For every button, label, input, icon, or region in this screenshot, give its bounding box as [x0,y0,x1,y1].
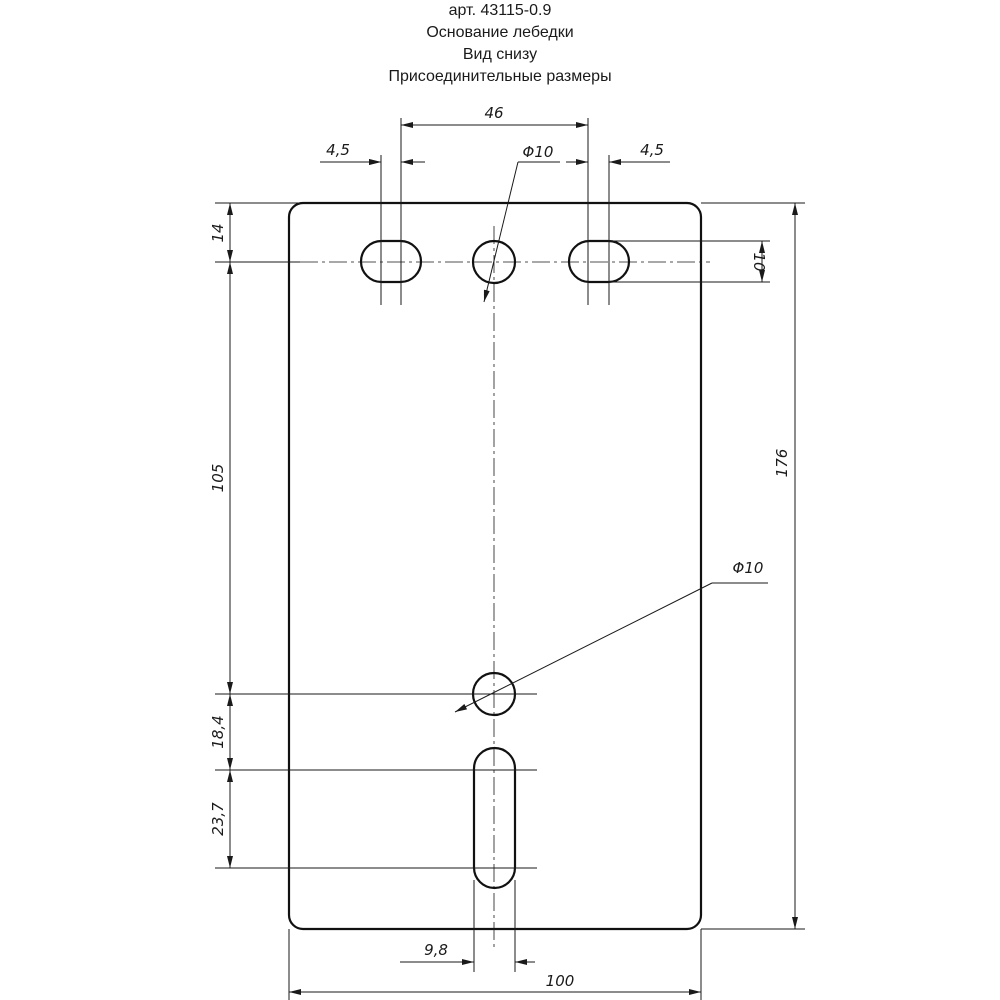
dim-top-hole-diameter: Φ10 [523,143,554,161]
left-slot [359,239,423,284]
dim-overall-width: 100 [546,972,575,990]
top-hole [471,239,517,285]
center-lines [300,226,710,950]
dim-overall-height: 176 [773,449,791,478]
title-block: арт. 43115-0.9 Основание лебедки Вид сни… [0,0,1000,88]
drawing-subtitle: Присоединительные размеры [388,68,612,85]
extension-lines [215,118,805,1000]
dim-slot-spacing: 46 [484,104,503,122]
dim-slot-height: 10 [750,252,768,271]
dim-slot-length: 23,7 [209,802,227,836]
dim-slot-width-bottom: 9,8 [424,941,448,959]
article-number: арт. 43115-0.9 [448,2,552,19]
dim-bottom-hole-diameter: Φ10 [733,559,764,577]
right-slot [567,239,631,284]
dimensions: 46 4,5 4,5 Φ10 Φ10 14 105 18,4 23,7 [209,104,798,995]
dim-top-offset: 14 [209,223,227,242]
holes [359,239,631,890]
dim-slot-width-left: 4,5 [326,141,350,159]
dim-slot-width-right: 4,5 [640,141,664,159]
long-slot [472,746,517,890]
dim-hole-to-slot: 18,4 [209,715,227,748]
dim-hole-spacing: 105 [209,464,227,493]
part-name: Основание лебедки [426,24,574,41]
plate-outline [287,201,703,931]
view-name: Вид снизу [462,46,538,63]
